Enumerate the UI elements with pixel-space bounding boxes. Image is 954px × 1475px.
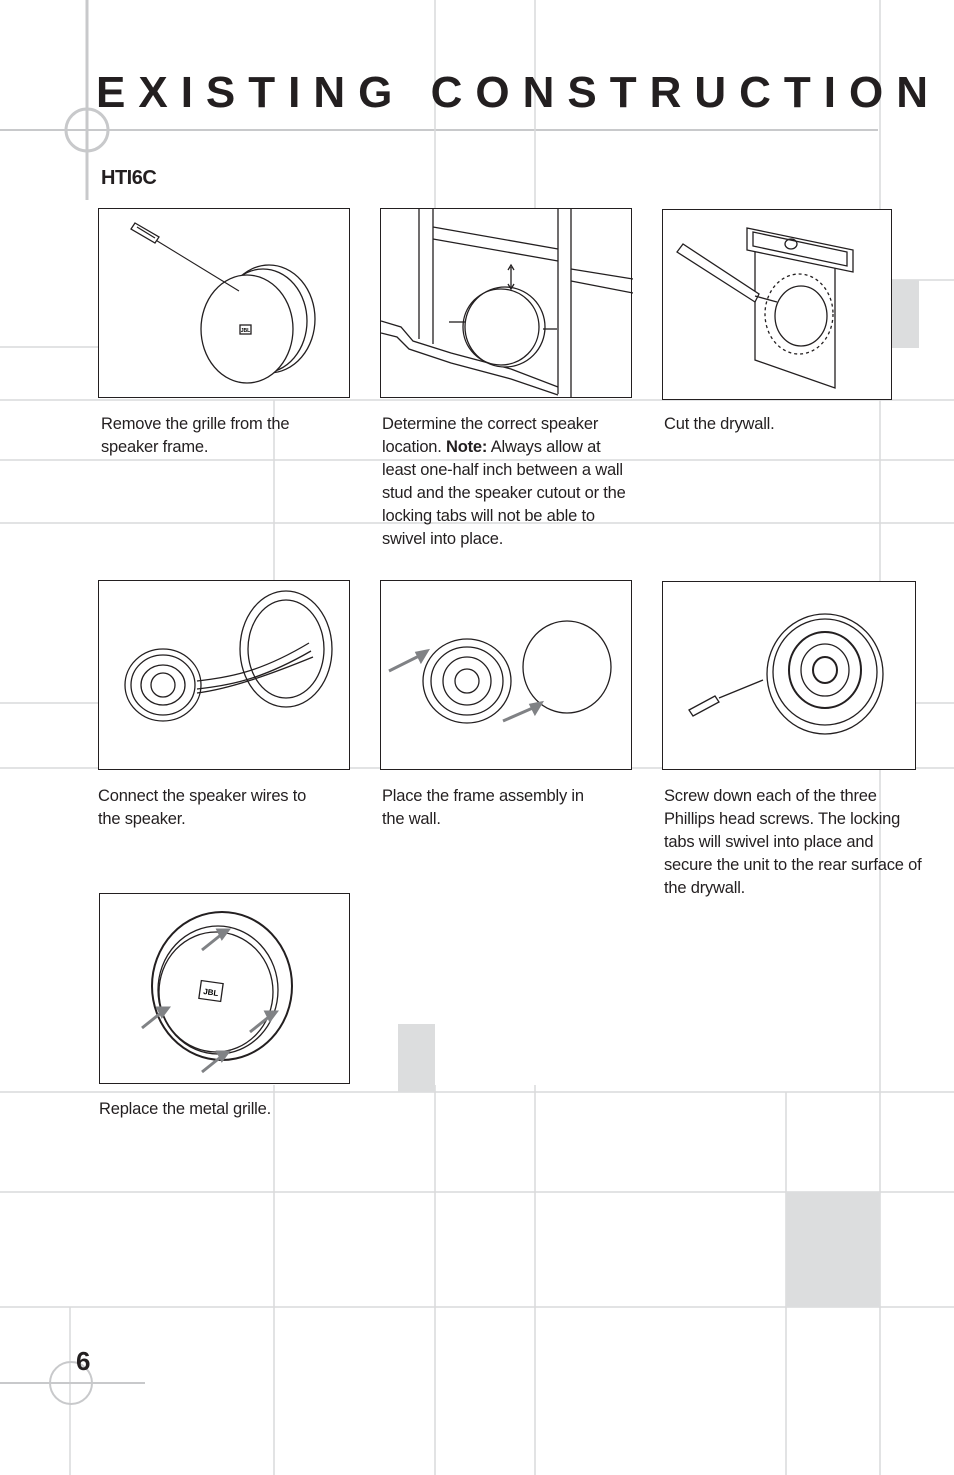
metal-grille-illustration: JBL xyxy=(141,911,293,1074)
caption-replace-grille: Replace the metal grille. xyxy=(99,1100,272,1118)
frame-assembly-illustration xyxy=(388,620,612,724)
wall-stud-illustration xyxy=(381,209,633,397)
caption-note-label: Note: xyxy=(446,438,488,456)
figure-cut-drywall xyxy=(662,209,892,400)
figure-screw-down xyxy=(662,581,916,770)
speaker-wires-illustration xyxy=(124,590,333,722)
jbl-logo: JBL xyxy=(241,328,250,334)
figure-locate-speaker xyxy=(380,208,633,398)
caption-screw-down: Screw down each of the three Phillips he… xyxy=(664,787,922,897)
caption-place-frame: Place the frame assembly in the wall. xyxy=(382,787,584,828)
caption-cut-drywall: Cut the drywall. xyxy=(664,415,775,433)
page-number: 6 xyxy=(76,1346,91,1376)
figure-remove-grille: JBL xyxy=(98,208,350,398)
page-title: EXISTING CONSTRUCTION xyxy=(96,68,942,117)
caption-locate-speaker: Determine the correct speaker location. … xyxy=(382,413,632,551)
caption-connect-wires: Connect the speaker wires to the speaker… xyxy=(98,787,307,828)
figure-place-frame xyxy=(380,580,632,770)
figure-connect-wires xyxy=(98,580,350,770)
caption-rest: Always allow at least one-half inch betw… xyxy=(382,438,626,548)
drywall-saw-illustration xyxy=(676,227,854,389)
caption-remove-grille: Remove the grille from the speaker frame… xyxy=(101,415,290,456)
jbl-logo: JBL xyxy=(203,987,219,998)
speaker-grille-illustration: JBL xyxy=(130,222,316,384)
model-heading: HTI6C xyxy=(101,167,157,189)
caption-lead: Determine the correct speaker location. xyxy=(382,415,599,456)
screw-down-illustration xyxy=(688,613,884,735)
figure-replace-grille: JBL xyxy=(99,893,350,1084)
